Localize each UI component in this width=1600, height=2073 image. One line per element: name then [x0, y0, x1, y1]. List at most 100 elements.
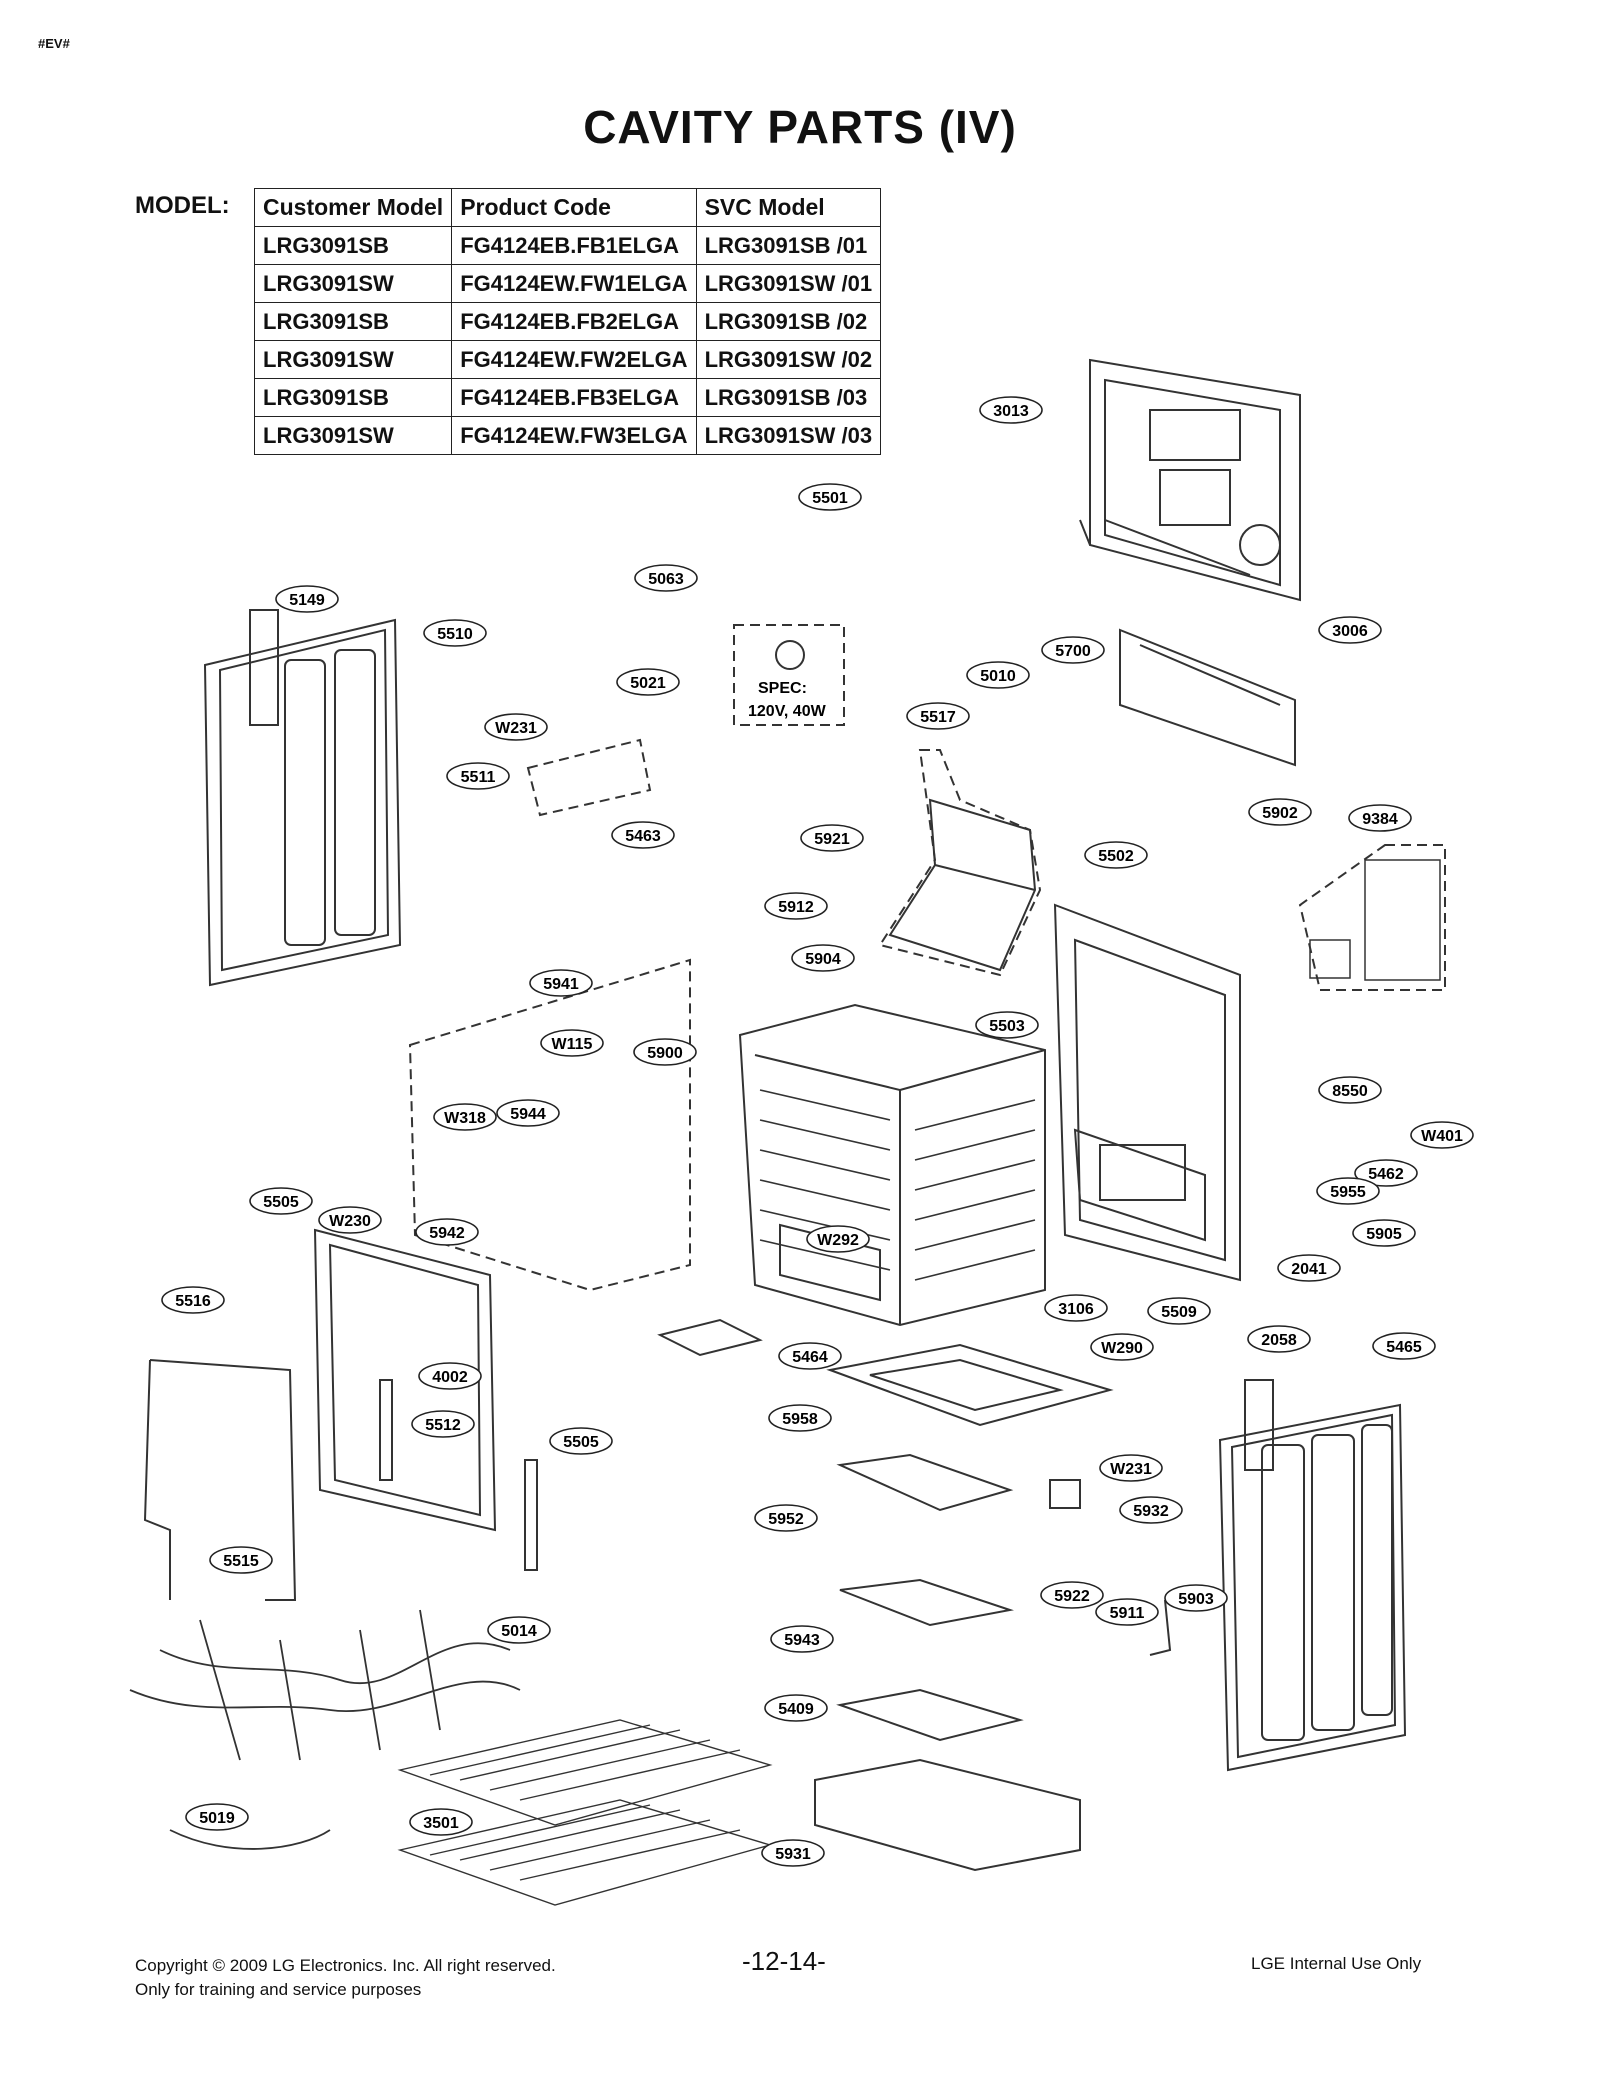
- internal-use-text: LGE Internal Use Only: [1251, 1954, 1422, 1973]
- callout-oval: [1247, 1325, 1311, 1353]
- part-number-label: 5503: [989, 1018, 1025, 1035]
- part-number-label: 5502: [1098, 848, 1134, 865]
- table-cell: LRG3091SW: [253, 340, 453, 379]
- part-callout: 8550: [1318, 1076, 1382, 1104]
- table-cell: FG4124EW.FW2ELGA: [451, 340, 697, 379]
- part-callout: 5922: [1040, 1581, 1104, 1609]
- part-callout: 3013: [979, 396, 1043, 424]
- table-cell: LRG3091SB /03: [695, 378, 882, 417]
- callout-oval: [423, 619, 487, 647]
- callout-oval: [764, 892, 828, 920]
- callout-oval: [1372, 1332, 1436, 1360]
- part-number-label: 5501: [812, 490, 848, 507]
- part-number-label: 8550: [1332, 1083, 1368, 1100]
- part-number-label: W231: [495, 720, 537, 737]
- part-number-label: 5515: [223, 1553, 259, 1570]
- callout-oval: [1248, 798, 1312, 826]
- part-number-label: 5943: [784, 1632, 820, 1649]
- callout-oval: [806, 1225, 870, 1253]
- part-number-label: 5958: [782, 1411, 818, 1428]
- bulb-drawing: [775, 640, 805, 670]
- part-callout: 5517: [906, 702, 970, 730]
- training-text: Only for training and service purposes: [135, 1980, 422, 1999]
- callout-oval: [185, 1803, 249, 1831]
- part-callout: 5502: [1084, 841, 1148, 869]
- kit-part-drawing: [1309, 939, 1351, 979]
- part-callout: W231: [484, 713, 548, 741]
- table-cell: LRG3091SW /03: [695, 416, 882, 455]
- table-cell: FG4124EW.FW3ELGA: [451, 416, 697, 455]
- part-number-label: 5921: [814, 831, 850, 848]
- callout-oval: [249, 1187, 313, 1215]
- callout-oval: [966, 661, 1030, 689]
- wire-harness-drawing: [129, 1609, 521, 1850]
- part-number-label: 5700: [1055, 643, 1091, 660]
- table-cell: LRG3091SW: [253, 264, 453, 303]
- callout-oval: [1318, 1076, 1382, 1104]
- part-callout: W115: [540, 1029, 604, 1057]
- part-number-label: 5517: [920, 709, 956, 726]
- part-callout: 4002: [418, 1362, 482, 1390]
- callout-oval: [1348, 804, 1412, 832]
- part-number-label: 5912: [778, 899, 814, 916]
- part-callout: W231: [1099, 1454, 1163, 1482]
- callout-oval: [411, 1410, 475, 1438]
- part-callout: 5941: [529, 969, 593, 997]
- callout-oval: [549, 1427, 613, 1455]
- part-callout: 5464: [778, 1342, 842, 1370]
- part-number-label: 5409: [778, 1701, 814, 1718]
- model-table: Customer Model Product Code SVC Model LR…: [253, 188, 882, 455]
- callout-oval: [209, 1546, 273, 1574]
- part-callout: 3006: [1318, 616, 1382, 644]
- callout-oval: [1040, 1581, 1104, 1609]
- callout-oval: [634, 564, 698, 592]
- part-number-label: 2058: [1261, 1332, 1297, 1349]
- part-callout: 5903: [1164, 1584, 1228, 1612]
- callout-oval: [1352, 1219, 1416, 1247]
- table-cell: FG4124EB.FB3ELGA: [451, 378, 697, 417]
- column-header: Product Code: [451, 188, 697, 227]
- part-number-label: W290: [1101, 1340, 1143, 1357]
- rear-panel-drawing: [1079, 358, 1301, 602]
- callout-oval: [1044, 1294, 1108, 1322]
- part-number-label: 5021: [630, 675, 666, 692]
- callout-oval: [496, 1099, 560, 1127]
- part-callout: 9384: [1348, 804, 1412, 832]
- callout-oval: [1119, 1496, 1183, 1524]
- part-number-label: 5505: [263, 1194, 299, 1211]
- part-callout: 5462: [1354, 1159, 1418, 1187]
- part-callout: W230: [318, 1206, 382, 1234]
- part-callout: 5912: [764, 892, 828, 920]
- part-callout: 5905: [1352, 1219, 1416, 1247]
- callout-oval: [1095, 1598, 1159, 1626]
- callout-oval: [446, 762, 510, 790]
- part-number-label: 5149: [289, 592, 325, 609]
- part-callout: 5501: [798, 483, 862, 511]
- part-callout: 5515: [209, 1546, 273, 1574]
- callout-oval: [1318, 616, 1382, 644]
- part-number-label: 5019: [199, 1810, 235, 1827]
- part-callout: 5149: [275, 585, 339, 613]
- part-number-label: 5512: [425, 1417, 461, 1434]
- part-number-label: 5014: [501, 1623, 537, 1640]
- side-frame-drawing: [1053, 903, 1241, 1282]
- part-number-label: 5463: [625, 828, 661, 845]
- callout-oval: [433, 1103, 497, 1131]
- callout-oval: [1099, 1454, 1163, 1482]
- callout-oval: [409, 1808, 473, 1836]
- part-callout: 5944: [496, 1099, 560, 1127]
- callout-oval: [1090, 1333, 1154, 1361]
- oven-cavity-drawing: [738, 1003, 1046, 1327]
- part-callout: 2058: [1247, 1325, 1311, 1353]
- part-number-label: 5902: [1262, 805, 1298, 822]
- air-duct-drawing: [888, 798, 1037, 972]
- part-number-label: 5904: [805, 951, 841, 968]
- part-number-label: 2041: [1291, 1261, 1327, 1278]
- part-number-label: 5462: [1368, 1166, 1404, 1183]
